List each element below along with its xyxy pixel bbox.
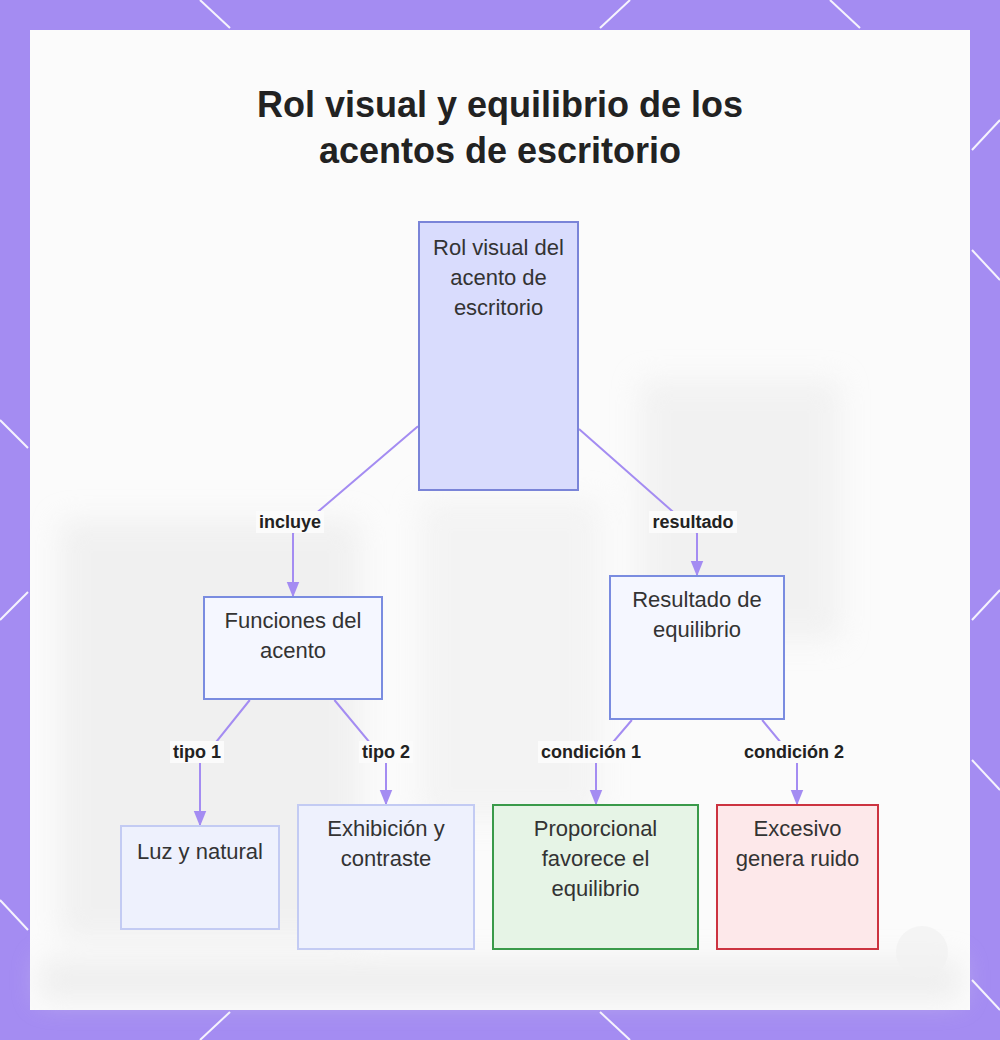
node-text: Excesivo genera ruido: [730, 814, 865, 874]
negative-box: Excesivo genera ruido: [716, 804, 879, 950]
edge-label: resultado: [649, 511, 736, 533]
node-text: Luz y natural: [134, 837, 266, 867]
panel: [30, 30, 970, 1010]
node-text: Rol visual del acento de escritorio: [432, 233, 565, 323]
category-box: Funciones del acento: [203, 596, 383, 700]
edge-label: incluye: [256, 511, 324, 533]
node-text: Exhibición y contraste: [311, 814, 461, 874]
node-text: Resultado de equilibrio: [623, 585, 771, 645]
category-box: Resultado de equilibrio: [609, 575, 785, 720]
node-text: Funciones del acento: [217, 606, 369, 666]
positive-box: Proporcional favorece el equilibrio: [492, 804, 699, 950]
edge-label: tipo 1: [170, 741, 224, 763]
connector: [579, 429, 697, 575]
leaf-box: Luz y natural: [120, 825, 280, 930]
corner-logo: [896, 926, 948, 978]
diagram-title: Rol visual y equilibrio de los acentos d…: [200, 82, 800, 174]
edge-label: condición 1: [538, 741, 644, 763]
edge-label: condición 2: [741, 741, 847, 763]
leaf-box: Exhibición y contraste: [297, 804, 475, 950]
root-box: Rol visual del acento de escritorio: [418, 221, 579, 491]
edge-label: tipo 2: [359, 741, 413, 763]
node-text: Proporcional favorece el equilibrio: [506, 814, 685, 904]
